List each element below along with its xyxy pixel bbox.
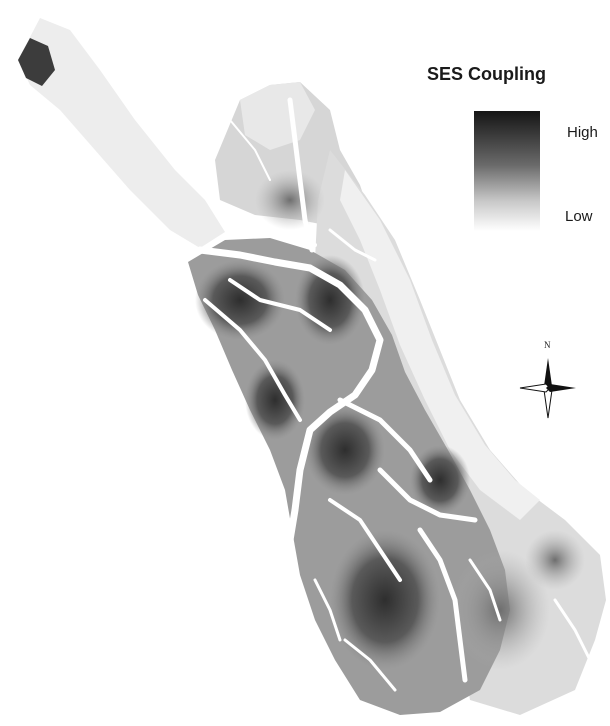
eastern-pale-strip xyxy=(340,170,540,520)
nw-coastal-strip xyxy=(18,18,225,248)
waterways xyxy=(196,97,592,692)
north-arrow-icon xyxy=(519,358,576,419)
nw-dark-tip xyxy=(18,38,55,86)
legend-title: SES Coupling xyxy=(427,64,546,84)
dark-patch-2 xyxy=(295,255,365,345)
dark-patch-5 xyxy=(410,445,470,515)
mid-patch-1 xyxy=(450,550,550,670)
dark-patch-3 xyxy=(305,405,385,495)
legend-low-label: Low xyxy=(565,208,593,225)
dark-patch-4 xyxy=(330,530,440,670)
mid-patch-3 xyxy=(525,530,585,590)
mid-patch-2 xyxy=(255,170,325,230)
dark-patch-6 xyxy=(245,360,305,440)
legend-high-label: High xyxy=(567,124,598,141)
dark-patch-1 xyxy=(195,260,285,340)
legend-gradient-bar xyxy=(474,111,540,231)
north-label: N xyxy=(544,340,551,350)
